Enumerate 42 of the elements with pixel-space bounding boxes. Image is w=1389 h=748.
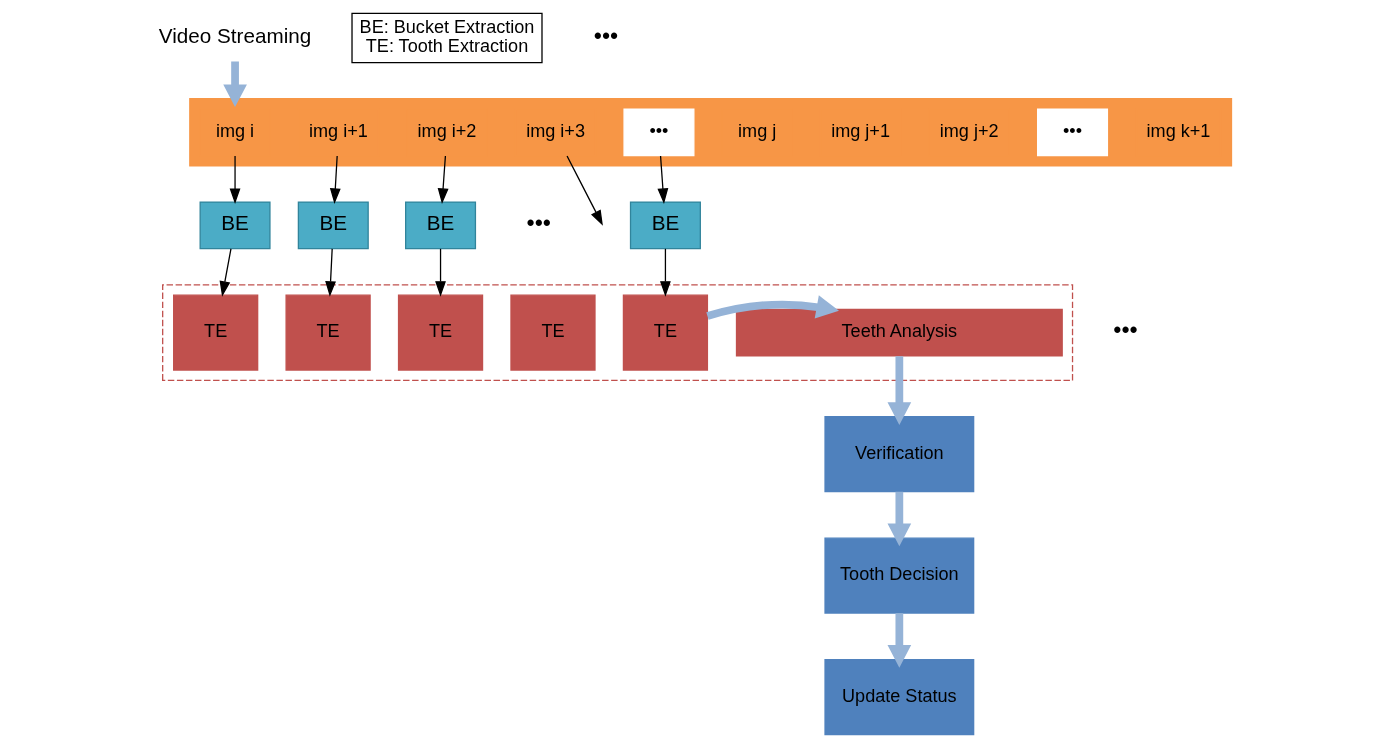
node-box: BE <box>629 201 701 250</box>
node-box: BE <box>405 201 477 250</box>
node-box: ••• <box>1037 108 1109 157</box>
node-box: TE <box>285 294 371 371</box>
label: ••• <box>526 210 551 237</box>
node-text: img i+3 <box>526 121 585 142</box>
label: ••• <box>593 22 619 49</box>
node-text: img j+1 <box>831 121 890 142</box>
arrow <box>887 356 912 425</box>
node-box: ••• <box>623 108 695 157</box>
node-text: img j <box>738 121 777 142</box>
arrow <box>219 248 232 297</box>
node-box: Teeth Analysis <box>735 308 1063 357</box>
arrow <box>329 155 341 204</box>
node-box: BE <box>297 201 369 250</box>
node-box: Tooth Decision <box>824 537 975 614</box>
node-text: img i+2 <box>417 121 477 142</box>
node-box: Verification <box>824 416 975 493</box>
arrow <box>887 491 912 547</box>
node-box: BE: Bucket Extraction TE: Tooth Extraction <box>351 12 543 64</box>
arrow <box>229 155 241 204</box>
arrow <box>437 155 449 204</box>
arrow <box>325 248 336 297</box>
node-box: TE <box>622 294 709 371</box>
node-text: img k+1 <box>1146 121 1211 142</box>
node-box: TE <box>397 294 484 371</box>
node-box: TE <box>510 294 596 371</box>
node-box: Update Status <box>824 658 975 736</box>
cluster <box>162 284 1074 382</box>
arrow <box>435 248 446 297</box>
node-text: Video Streaming <box>158 23 312 47</box>
arrow <box>657 155 669 204</box>
node-text: img i+1 <box>309 121 368 142</box>
node-text: img i <box>215 121 255 142</box>
arrow <box>887 613 912 668</box>
node-box: TE <box>173 294 259 371</box>
node-text: img j+2 <box>939 121 999 142</box>
cluster <box>189 98 1233 167</box>
arrow <box>660 248 671 297</box>
node-box: BE <box>199 201 271 250</box>
arrow <box>706 295 839 320</box>
label: ••• <box>1113 317 1138 344</box>
